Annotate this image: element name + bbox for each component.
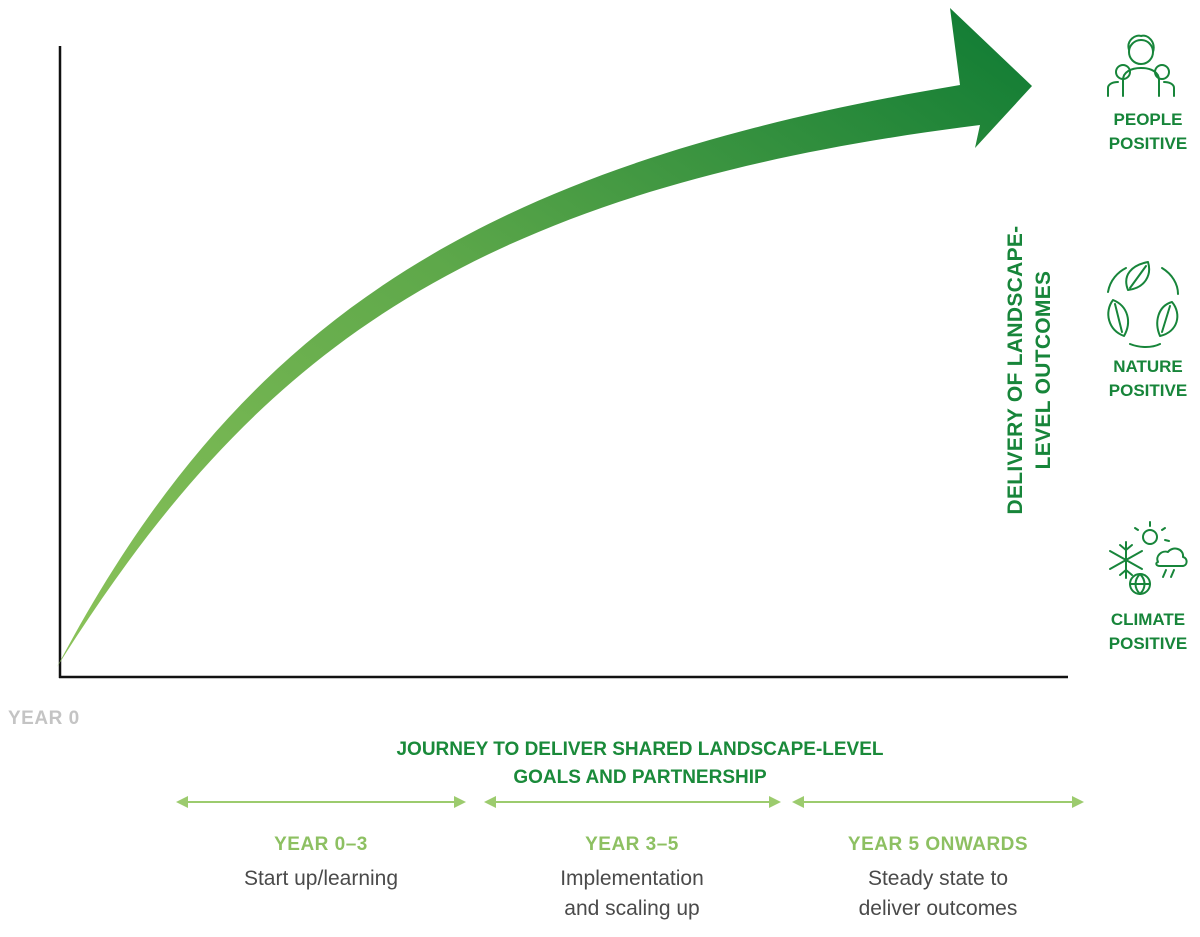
phase-1: YEAR 0–3 Start up/learning [171,832,471,894]
outcome-nature-line1: NATURE [1113,357,1183,376]
phase-1-title: YEAR 0–3 [274,834,368,855]
outcome-climate-line2: POSITIVE [1108,634,1188,653]
growth-arrow [57,8,1032,667]
phase-2-desc-line2: and scaling up [564,897,700,920]
journey-heading-line2: GOALS AND PARTNERSHIP [513,767,767,788]
phase-3-desc-line2: deliver outcomes [858,897,1018,920]
y-axis-title-line2: LEVEL OUTCOMES [1032,270,1055,470]
phase-1-desc-line1: Start up/learning [243,867,399,890]
outcome-nature: NATURE POSITIVE [1088,355,1200,403]
phase-arrow-2 [484,796,781,808]
phase-1-desc: Start up/learning [171,864,471,894]
outcome-people-line2: POSITIVE [1108,134,1188,153]
year-zero-label: YEAR 0 [8,708,80,729]
journey-heading-line1: JOURNEY TO DELIVER SHARED LANDSCAPE-LEVE… [396,739,884,760]
phase-2: YEAR 3–5 Implementation and scaling up [482,832,782,924]
phase-arrow-1 [176,796,466,808]
phase-2-desc: Implementation and scaling up [482,864,782,924]
phase-arrow-3 [792,796,1084,808]
people-icon [1107,34,1175,97]
y-axis-title-line1: DELIVERY OF LANDSCAPE- [1004,225,1027,515]
leaves-icon [1107,261,1179,348]
phase-2-desc-line1: Implementation [560,867,704,890]
outcome-people-line1: PEOPLE [1113,110,1183,129]
phase-3: YEAR 5 ONWARDS Steady state to deliver o… [788,832,1088,924]
phase-2-title: YEAR 3–5 [585,834,679,855]
phase-3-desc: Steady state to deliver outcomes [788,864,1088,924]
outcome-climate: CLIMATE POSITIVE [1088,608,1200,656]
phase-3-desc-line1: Steady state to [867,867,1009,890]
outcome-people: PEOPLE POSITIVE [1088,108,1200,156]
y-axis-title: DELIVERY OF LANDSCAPE- LEVEL OUTCOMES [990,190,1070,550]
phase-3-title: YEAR 5 ONWARDS [847,834,1029,855]
outcome-nature-line2: POSITIVE [1108,381,1188,400]
outcome-climate-line1: CLIMATE [1110,610,1186,629]
climate-icon [1109,521,1188,595]
journey-heading: JOURNEY TO DELIVER SHARED LANDSCAPE-LEVE… [290,736,990,792]
